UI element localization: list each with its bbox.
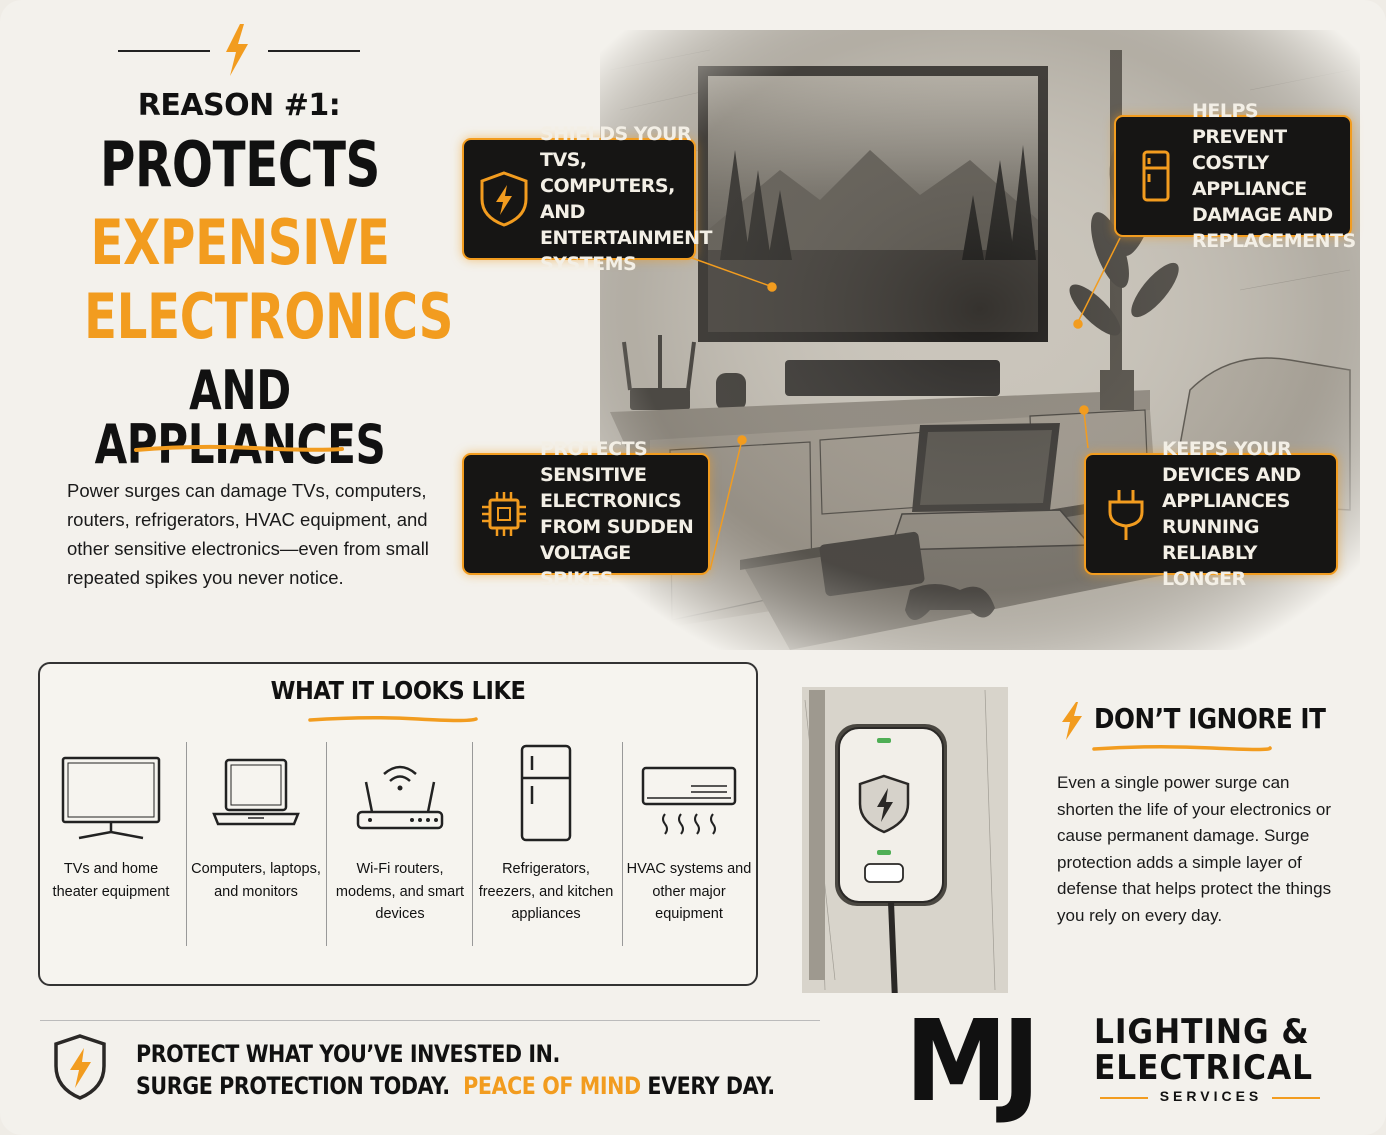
footer-divider bbox=[40, 1020, 820, 1021]
item-refrigerators-label: Refrigerators, freezers, and kitchen app… bbox=[478, 861, 614, 922]
tv-icon bbox=[61, 756, 161, 840]
callout-reliable-text: KEEPS YOUR DEVICES AND APPLIANCES RUNNIN… bbox=[1162, 438, 1301, 590]
footer-line-2c: EVERY DAY. bbox=[647, 1072, 775, 1100]
item-divider bbox=[326, 742, 327, 946]
company-logo-text: LIGHTING & ELECTRICAL bbox=[1094, 1014, 1313, 1086]
company-logo-mark: MJ bbox=[905, 997, 1040, 1127]
title-line-4: AND APPLIANCES bbox=[94, 359, 386, 476]
what-it-looks-like-panel bbox=[38, 662, 758, 986]
callout-prevent-text: HELPS PREVENT COSTLY APPLIANCE DAMAGE AN… bbox=[1192, 100, 1356, 252]
lightning-bolt-icon bbox=[226, 24, 248, 76]
logo-rule-right bbox=[1272, 1097, 1320, 1099]
title-line-2: EXPENSIVE bbox=[90, 206, 390, 279]
callout-shields-tvs: SHIELDS YOUR TVS, COMPUTERS, AND ENTERTA… bbox=[462, 123, 713, 275]
item-refrigerators: Refrigerators, freezers, and kitchen app… bbox=[476, 740, 616, 950]
power-plug-icon bbox=[1108, 490, 1144, 540]
header-rule-right bbox=[268, 50, 360, 52]
dont-ignore-underline-brush bbox=[1092, 744, 1272, 752]
callout-reliable-longer: KEEPS YOUR DEVICES AND APPLIANCES RUNNIN… bbox=[1084, 438, 1338, 590]
logo-line-2: ELECTRICAL bbox=[1094, 1048, 1313, 1088]
logo-line-3: SERVICES bbox=[1159, 1088, 1263, 1104]
reason-label: REASON #1: bbox=[137, 88, 341, 123]
footer-line-2b: PEACE OF MIND bbox=[463, 1072, 641, 1100]
callout-sensitive-electronics: PROTECTS SENSITIVE ELECTRONICS FROM SUDD… bbox=[462, 438, 710, 590]
what-it-looks-like-title: WHAT IT LOOKS LIKE bbox=[270, 676, 526, 705]
title-underline-brush bbox=[134, 444, 344, 452]
lightning-bolt-icon bbox=[1062, 702, 1082, 740]
shield-bolt-icon bbox=[54, 1034, 106, 1100]
microchip-icon bbox=[482, 492, 526, 536]
item-divider bbox=[622, 742, 623, 946]
item-computers-label: Computers, laptops, and monitors bbox=[191, 861, 321, 900]
title-line-3: ELECTRONICS bbox=[84, 280, 454, 353]
footer-line-2a: SURGE PROTECTION TODAY. bbox=[136, 1072, 450, 1100]
item-routers-label: Wi-Fi routers, modems, and smart devices bbox=[335, 861, 465, 922]
fridge-icon bbox=[520, 744, 572, 842]
header-rule-left bbox=[118, 50, 210, 52]
callout-shields-text: SHIELDS YOUR TVS, COMPUTERS, AND ENTERTA… bbox=[540, 123, 713, 275]
laptop-icon bbox=[212, 758, 300, 826]
dont-ignore-paragraph: Even a single power surge can shorten th… bbox=[1057, 773, 1332, 925]
hvac-icon bbox=[641, 766, 737, 835]
dont-ignore-title: DON’T IGNORE IT bbox=[1094, 702, 1326, 735]
intro-paragraph: Power surges can damage TVs, computers, … bbox=[67, 480, 429, 588]
item-routers: Wi-Fi routers, modems, and smart devices bbox=[330, 740, 470, 950]
refrigerator-icon bbox=[1142, 150, 1170, 202]
surge-protector-device-illustration bbox=[795, 680, 1015, 1000]
item-hvac: HVAC systems and other major equipment bbox=[622, 740, 756, 950]
item-divider bbox=[472, 742, 473, 946]
footer-tagline: PROTECT WHAT YOU’VE INVESTED IN. SURGE P… bbox=[136, 1038, 775, 1102]
logo-rule-left bbox=[1100, 1097, 1148, 1099]
item-computers: Computers, laptops, and monitors bbox=[190, 740, 322, 950]
footer-line-2: SURGE PROTECTION TODAY. PEACE OF MIND EV… bbox=[136, 1070, 775, 1102]
item-hvac-label: HVAC systems and other major equipment bbox=[626, 861, 752, 922]
callout-prevent-damage: HELPS PREVENT COSTLY APPLIANCE DAMAGE AN… bbox=[1114, 100, 1356, 252]
title-line-1: PROTECTS bbox=[99, 128, 380, 201]
item-tvs-label: TVs and home theater equipment bbox=[52, 861, 170, 900]
footer-line-1: PROTECT WHAT YOU’VE INVESTED IN. bbox=[136, 1040, 560, 1068]
item-divider bbox=[186, 742, 187, 946]
shield-bolt-icon bbox=[480, 171, 528, 227]
router-icon bbox=[356, 765, 444, 830]
item-tvs: TVs and home theater equipment bbox=[42, 740, 180, 950]
logo-line-1: LIGHTING & bbox=[1094, 1012, 1310, 1052]
callout-sensitive-text: PROTECTS SENSITIVE ELECTRONICS FROM SUDD… bbox=[540, 438, 694, 590]
section-underline-brush bbox=[308, 715, 478, 723]
